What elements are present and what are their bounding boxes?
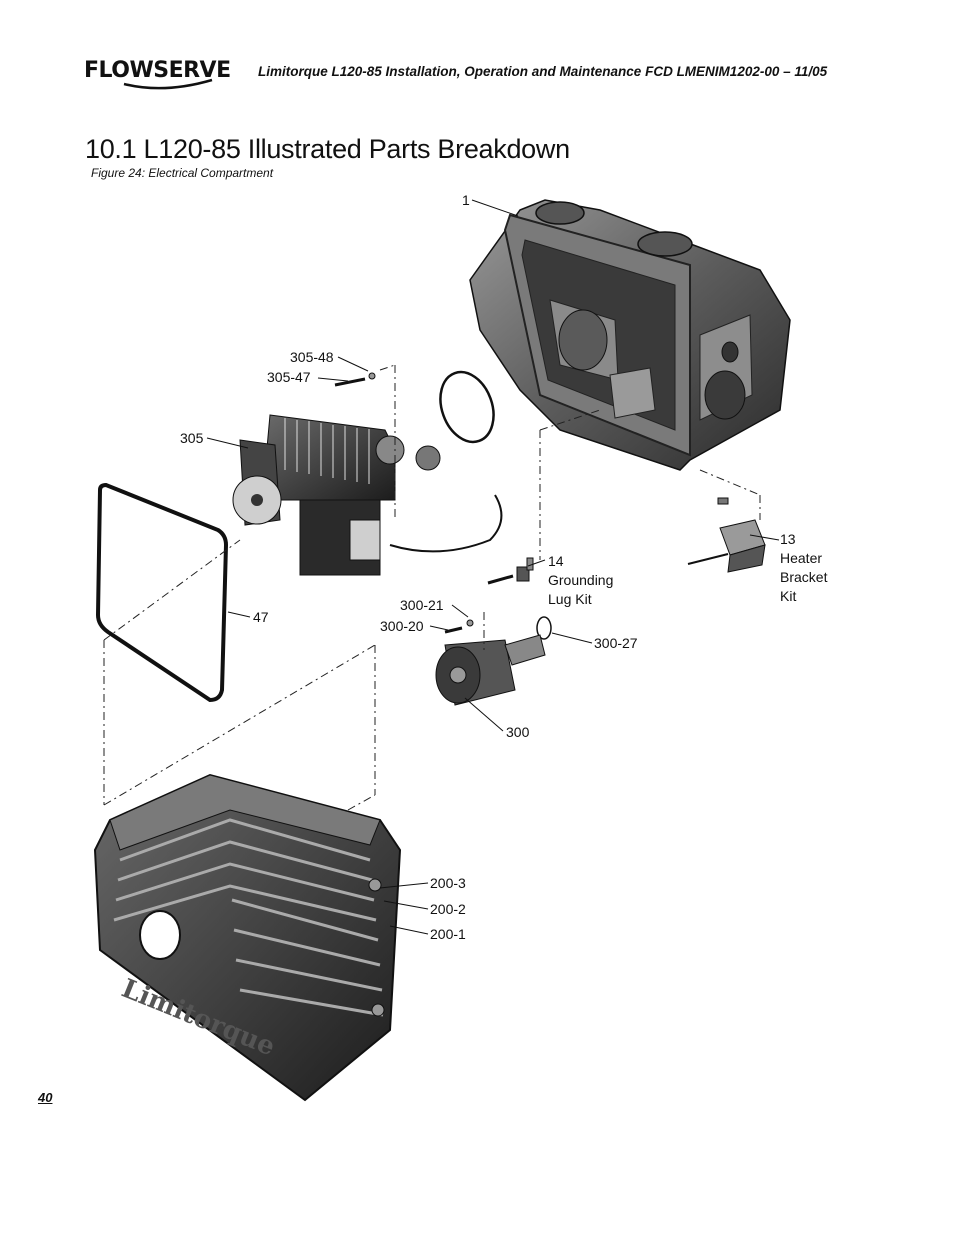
label-part-300-27: 300-27: [594, 635, 638, 651]
housing-part-1: [469, 199, 791, 471]
page-number: 40: [38, 1090, 53, 1105]
figure-caption: Figure 24: Electrical Compartment: [91, 166, 274, 180]
label-part-14-line1: Grounding: [548, 572, 614, 588]
label-part-305-48: 305-48: [290, 349, 334, 365]
label-part-13-line2: Bracket: [780, 569, 828, 585]
label-part-300: 300: [506, 724, 530, 740]
o-ring-300-27: [536, 616, 552, 640]
flowserve-logo: FLOWSERVE: [84, 56, 231, 94]
label-part-13: 13 Heater Bracket Kit: [780, 530, 827, 606]
label-part-13-line3: Kit: [780, 588, 797, 604]
cover-part-200: Limitorque: [93, 773, 402, 1102]
leader-lines: [206, 199, 780, 935]
assembly-part-300: [435, 634, 546, 706]
label-part-300-20: 300-20: [380, 618, 424, 634]
label-part-1: 1: [462, 192, 470, 208]
grounding-lug-part-14: [487, 557, 534, 585]
section-title: 10.1 L120-85 Illustrated Parts Breakdown: [85, 134, 570, 164]
heater-bracket-part-13: [687, 497, 766, 573]
label-part-200-3: 200-3: [430, 875, 466, 891]
assembly-dash-lines: [103, 364, 761, 811]
label-part-200-1: 200-1: [430, 926, 466, 942]
switch-assembly-part-305: [232, 414, 503, 576]
label-part-14-number: 14: [548, 553, 564, 569]
document-header: Limitorque L120-85 Installation, Operati…: [258, 64, 828, 79]
cover-gasket-part-47: [95, 482, 229, 703]
brand-name: FLOWSERVE: [84, 58, 231, 83]
label-part-14: 14 Grounding Lug Kit: [548, 552, 613, 609]
label-part-200-2: 200-2: [430, 901, 466, 917]
label-part-13-number: 13: [780, 531, 796, 547]
screws: [334, 372, 474, 634]
label-part-305-47: 305-47: [267, 369, 311, 385]
label-part-300-21: 300-21: [400, 597, 444, 613]
label-part-305: 305: [180, 430, 204, 446]
label-part-13-line1: Heater: [780, 550, 823, 566]
o-ring-gasket: [439, 370, 495, 444]
cover-port-hole: [139, 910, 181, 960]
label-part-14-line2: Lug Kit: [548, 591, 592, 607]
logo-swoosh-icon: [123, 78, 213, 90]
label-part-47: 47: [253, 609, 269, 625]
